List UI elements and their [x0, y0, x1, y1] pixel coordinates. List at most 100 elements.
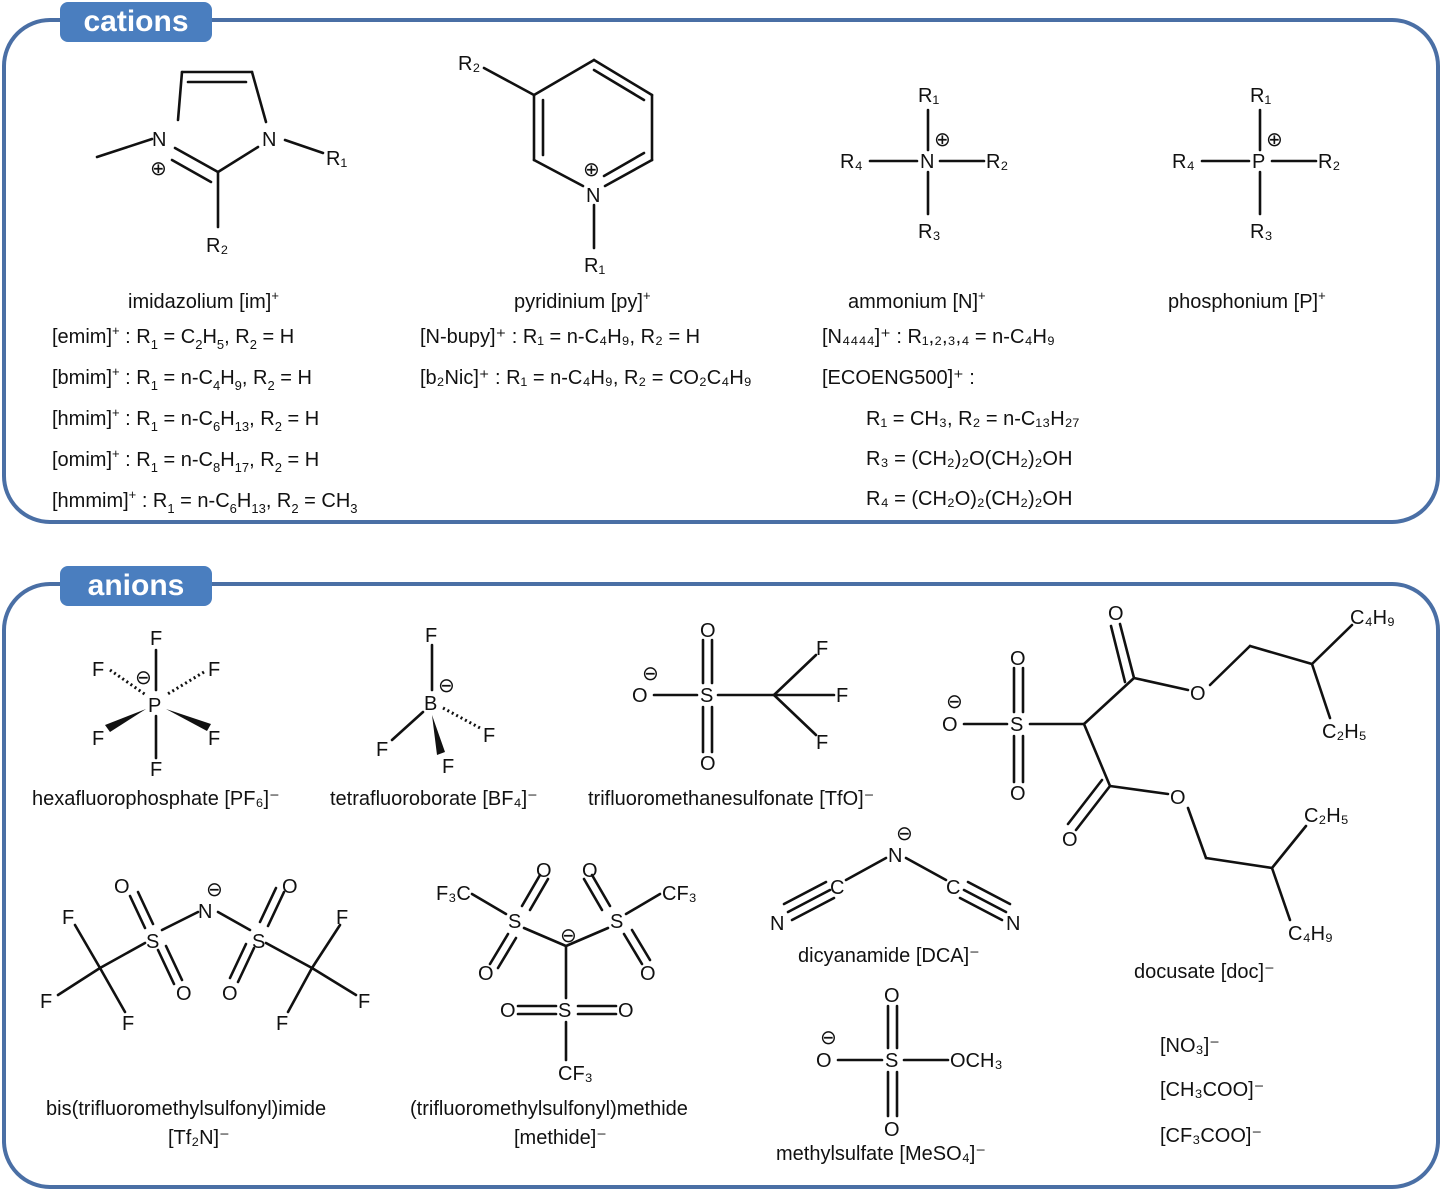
anions-section-tag: anions — [60, 566, 212, 606]
ammonium-entry-r3: R₃ = (CH₂)₂O(CH₂)₂OH — [866, 448, 1072, 470]
ch3coo-name: [CH₃COO]⁻ — [1160, 1079, 1264, 1101]
pyridinium-entry-b2nic: [b₂Nic]⁺ : R₁ = n-C₄H₉, R₂ = CO₂C₄H₉ — [420, 367, 752, 389]
pyridinium-entries: [N-bupy]⁺ : R₁ = n-C₄H₉, R₂ = H [b₂Nic]⁺… — [420, 326, 752, 389]
ammonium-entry-r1r2: R₁ = CH₃, R₂ = n-C₁₃H₂₇ — [866, 408, 1079, 430]
phosphonium-r1-label: R₁ — [1250, 85, 1271, 107]
tf2n-f-6: F — [276, 1013, 288, 1035]
bf4-f-left: F — [376, 739, 388, 761]
tfo-structure: S O O O ⊖ F F F — [632, 620, 848, 775]
bf4-b-label: B — [424, 693, 437, 715]
tfo-s-label: S — [700, 685, 713, 707]
tf2n-f-2: F — [40, 991, 52, 1013]
meso4-o-bottom: O — [884, 1119, 900, 1141]
docusate-name: docusate [doc]⁻ — [1134, 961, 1275, 983]
docusate-carbonyl-o-1: O — [1108, 603, 1124, 625]
tf2n-n-label: N — [198, 901, 212, 923]
ammonium-structure: N ⊕ R₁ R₂ R₃ R₄ — [840, 85, 1008, 243]
ammonium-r1-label: R₁ — [918, 85, 939, 107]
tf2n-f-3: F — [122, 1013, 134, 1035]
methide-minus-charge: ⊖ — [560, 925, 577, 947]
pf6-f-lower-left: F — [92, 728, 104, 750]
imidazolium-n1-label: N — [262, 129, 276, 151]
tfo-f-middle: F — [836, 685, 848, 707]
pf6-name: hexafluorophosphate [PF₆]⁻ — [32, 788, 280, 810]
imidazolium-structure: N N ⊕ R₁ R₂ — [95, 70, 347, 257]
ammonium-entry-n4444: [N₄₄₄₄]⁺ : R₁,₂,₃,₄ = n-C₄H₉ — [822, 326, 1055, 348]
ammonium-name: ammonium [N]+ — [848, 288, 986, 313]
tf2n-o-4: O — [222, 983, 238, 1005]
bf4-f-top: F — [425, 625, 437, 647]
meso4-o-left: O — [816, 1050, 832, 1072]
tf2n-s-left: S — [146, 931, 159, 953]
tf2n-minus-charge: ⊖ — [206, 879, 223, 901]
tf2n-f-4: F — [336, 907, 348, 929]
ammonium-r3-label: R₃ — [918, 221, 941, 243]
dca-name: dicyanamide [DCA]⁻ — [798, 945, 980, 967]
docusate-structure: S O O O ⊖ O O O O C₄H₉ C₂H₅ C₂H₅ C₄H₉ — [942, 603, 1395, 945]
ammonium-entry-ecoeng: [ECOENG500]⁺ : — [822, 367, 975, 389]
methide-o-2: O — [478, 963, 494, 985]
bf4-name: tetrafluoroborate [BF₄]⁻ — [330, 788, 538, 810]
imidazolium-entry-hmmim: [hmmim]+ : R1 = n-C6H13, R2 = CH3 — [52, 487, 358, 516]
phosphonium-p-label: P — [1252, 151, 1265, 173]
pf6-f-upper-right: F — [208, 659, 220, 681]
tf2n-o-3: O — [282, 876, 298, 898]
pyridinium-r2-label: R₂ — [458, 53, 480, 75]
pf6-f-lower-right: F — [208, 728, 220, 750]
imidazolium-plus-charge: ⊕ — [150, 158, 167, 180]
docusate-minus-charge: ⊖ — [946, 691, 963, 713]
methide-o-1: O — [536, 860, 552, 882]
phosphonium-r3-label: R₃ — [1250, 221, 1273, 243]
docusate-c2h5-bottom: C₂H₅ — [1304, 805, 1349, 827]
dca-c-right: C — [946, 877, 960, 899]
tf2n-o-2: O — [176, 983, 192, 1005]
bf4-structure: B ⊖ F F F F — [376, 625, 495, 778]
meso4-o-top: O — [884, 985, 900, 1007]
imidazolium-entries: [emim]+ : R1 = C2H5, R2 = H[bmim]+ : R1 … — [52, 323, 358, 516]
methide-cf3-right: CF₃ — [662, 883, 697, 905]
meso4-s-label: S — [885, 1050, 898, 1072]
bf4-minus-charge: ⊖ — [438, 675, 455, 697]
methide-o-6: O — [618, 1000, 634, 1022]
pf6-p-label: P — [148, 695, 161, 717]
docusate-c2h5-top: C₂H₅ — [1322, 721, 1367, 743]
cations-section-tag: cations — [60, 2, 212, 42]
phosphonium-r2-label: R₂ — [1318, 151, 1340, 173]
anion-names: hexafluorophosphate [PF₆]⁻ tetrafluorobo… — [32, 788, 1275, 1165]
phosphonium-name: phosphonium [P]+ — [1168, 288, 1326, 313]
anions-frame — [2, 582, 1440, 1189]
imidazolium-name: imidazolium [im]+ — [128, 288, 279, 313]
pyridinium-structure: N ⊕ R₂ R₁ — [458, 53, 654, 277]
tfo-minus-charge: ⊖ — [642, 663, 659, 685]
tfo-name: trifluoromethanesulfonate [TfO]⁻ — [588, 788, 874, 810]
docusate-o-top: O — [1010, 648, 1026, 670]
methide-s-left: S — [508, 911, 521, 933]
imidazolium-r1-label: R₁ — [326, 148, 347, 170]
tfo-f-lower: F — [816, 732, 828, 754]
imidazolium-r2-label: R₂ — [206, 235, 228, 257]
pf6-f-top: F — [150, 628, 162, 650]
dca-c-left: C — [830, 877, 844, 899]
pyridinium-entry-nbupy: [N-bupy]⁺ : R₁ = n-C₄H₉, R₂ = H — [420, 326, 700, 348]
tf2n-f-5: F — [358, 991, 370, 1013]
ammonium-r2-label: R₂ — [986, 151, 1008, 173]
docusate-c4h9-bottom: C₄H₉ — [1288, 923, 1333, 945]
docusate-c4h9-top: C₄H₉ — [1350, 607, 1395, 629]
dca-minus-charge: ⊖ — [896, 823, 913, 845]
tfo-o-left: O — [632, 685, 648, 707]
bf4-f-bottom: F — [442, 756, 454, 778]
ammonium-r4-label: R₄ — [840, 151, 863, 173]
pyridinium-n-label: N — [586, 185, 600, 207]
meso4-structure: S O O O ⊖ OCH₃ — [816, 985, 1003, 1141]
docusate-carbonyl-o-2: O — [1062, 829, 1078, 851]
tfo-f-upper: F — [816, 638, 828, 660]
meso4-name: methylsulfate [MeSO₄]⁻ — [776, 1143, 986, 1165]
cations-frame — [2, 18, 1440, 524]
docusate-s-label: S — [1010, 714, 1023, 736]
methide-name-line2: [methide]⁻ — [514, 1127, 607, 1149]
methide-cf3-bottom: CF₃ — [558, 1063, 593, 1085]
docusate-ester-o-1: O — [1190, 683, 1206, 705]
pf6-f-bottom: F — [150, 759, 162, 781]
dca-n-left: N — [770, 913, 784, 935]
